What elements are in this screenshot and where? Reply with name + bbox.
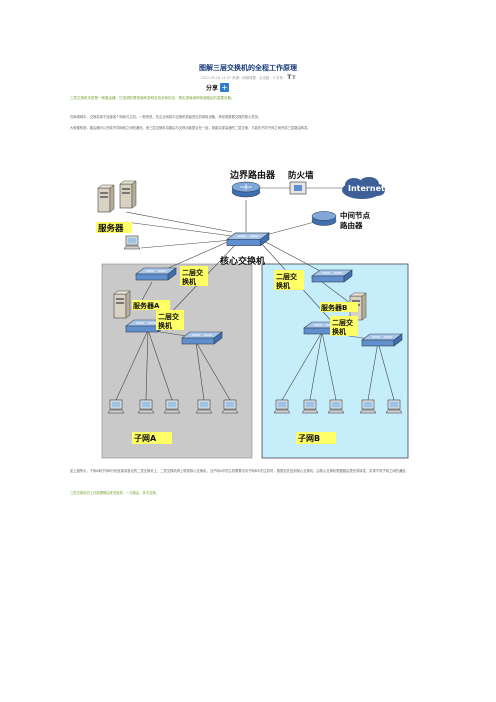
pc-icon <box>273 399 291 414</box>
middle-router-label-2: 路由器 <box>340 220 363 230</box>
server-a-label-box <box>132 300 170 310</box>
server-icon <box>119 180 137 209</box>
paragraph-2: 大家都知道，路由器可以完成不同网段之间的通信，而三层交换机将路由与交换功能整合在… <box>70 126 311 130</box>
server-a-icon <box>113 290 131 319</box>
middle-router-label-1: 中间节点 <box>340 210 370 220</box>
meta-text: 2012-05-18 11:37 来源：网络转载 · 点击数：0 字号： <box>200 76 287 80</box>
share-label: 分享 <box>206 84 219 92</box>
servers-label-box <box>96 222 132 233</box>
pc-icon <box>301 399 319 414</box>
pc-icon <box>195 399 213 414</box>
server-icon <box>97 184 115 213</box>
l2-switch-icon <box>311 269 353 283</box>
border-router-label: 边界路由器 <box>229 170 276 181</box>
l2-switch-label-box <box>330 316 358 336</box>
internet-label: Internet <box>348 184 385 193</box>
l2-switch-label-1: 二层交 <box>158 312 180 321</box>
middle-router-icon <box>311 211 337 226</box>
zone-right <box>261 263 409 459</box>
paragraph-3: 如上图所示，子网A和子网B分别连接到各自的二层交换机上，二层交换机再上联到核心交… <box>70 469 409 473</box>
l2-switch-icon <box>135 267 177 281</box>
l2-switch-icon <box>361 333 403 347</box>
subnet-b-label-box <box>296 432 336 444</box>
pc-icon <box>327 399 345 414</box>
paragraph-4: 三层交换机的工作原理概括来说就是：一次路由，多次交换。 <box>70 491 160 495</box>
internet-cloud-icon <box>342 177 385 199</box>
firewall-label: 防火墙 <box>288 170 314 181</box>
subnet-a-label-box <box>132 432 172 444</box>
font-size-small-button[interactable]: T <box>292 76 296 81</box>
pc-icon <box>221 399 239 414</box>
l2-switch-label-2: 换机 <box>276 281 290 290</box>
pc-icon <box>137 399 155 414</box>
page-title: 图解三层交换机的全程工作原理 <box>199 64 297 72</box>
subnet-a-label: 子网A <box>134 434 157 443</box>
border-router-icon <box>231 181 261 198</box>
l2-switch-label-box <box>274 270 304 290</box>
pc-icon <box>359 399 377 414</box>
l2-switch-label-box <box>180 266 208 286</box>
plus-icon: + <box>220 82 230 92</box>
network-diagram: 边界路由器 防火墙 Internet 中间节点 路由器 服务器 核心交换机 二层… <box>96 170 409 459</box>
l2-switch-label-1: 二层交 <box>276 272 298 281</box>
l2-switch-label-2: 换机 <box>332 327 346 336</box>
article-meta: 2012-05-18 11:37 来源：网络转载 · 点击数：0 字号： T T <box>0 74 496 81</box>
server-b-label-box <box>320 302 358 312</box>
font-size-large-button[interactable]: T <box>287 74 292 81</box>
servers-label: 服务器 <box>98 223 124 234</box>
l2-switch-label-1: 二层交 <box>182 268 204 277</box>
pc-icon <box>163 399 181 414</box>
server-a-label: 服务器A <box>133 301 160 310</box>
server-b-label: 服务器B <box>321 303 347 312</box>
paragraph-1: 在局域网中，交换机用于连接各个网段与主机。一般来说，在企业网络中交换机是最常见的… <box>70 115 262 119</box>
pc-icon <box>107 399 125 414</box>
l2-switch-label-2: 换机 <box>182 277 196 286</box>
pc-icon <box>385 399 403 414</box>
l2-switch-label-1: 二层交 <box>332 318 354 327</box>
share-button[interactable]: 分享 + <box>206 82 230 92</box>
pc-icon <box>123 235 141 250</box>
l2-switch-label-2: 换机 <box>158 321 172 330</box>
l2-switch-label-box <box>156 310 184 330</box>
firewall-icon <box>289 181 307 195</box>
core-switch-label: 核心交换机 <box>220 255 265 267</box>
core-switch-icon <box>226 232 270 247</box>
l2-switch-icon <box>181 331 223 345</box>
article-summary: 三层交换机本质是一种路由器。它强调的是快速转发和支持多种协议，是实现局域网快速路… <box>70 96 235 100</box>
subnet-b-label: 子网B <box>298 434 320 443</box>
links <box>115 187 395 401</box>
